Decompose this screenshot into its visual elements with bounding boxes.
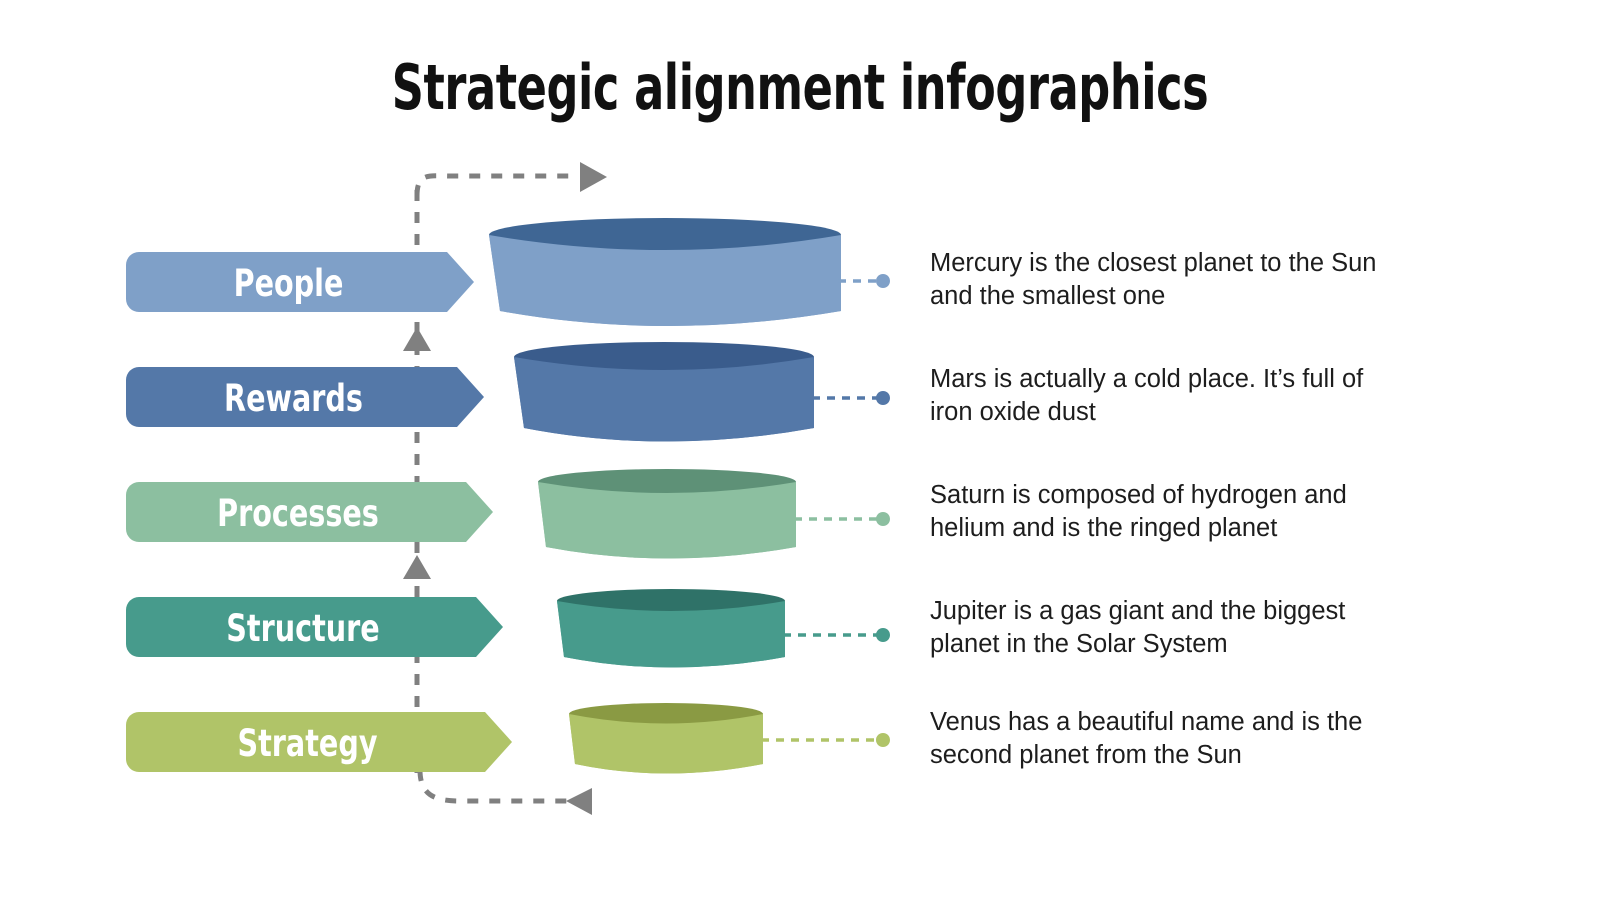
funnel-slice-strategy-top [569,703,763,725]
funnel-slice-structure[interactable] [557,589,785,668]
connector-dot-people [876,274,890,288]
spine-up-arrow-icon-2 [403,555,431,579]
chevron-bar-rewards[interactable] [126,367,484,427]
funnel-slice-people-body-front [489,235,841,326]
chevron-bar-processes[interactable] [126,482,493,542]
funnel-slice-people[interactable] [489,218,841,326]
description-structure: Jupiter is a gas giant and the biggest p… [930,597,1346,658]
funnel-slice-strategy-body-front [569,714,763,774]
chevron-bar-people[interactable] [126,252,474,312]
bar-label-processes: Processes [217,492,379,535]
spine-up-arrow-icon-1 [403,327,431,351]
funnel-slice-processes[interactable] [538,469,796,559]
bar-label-structure: Structure [226,607,380,650]
funnel-slice-processes-top [538,469,796,495]
connector-dot-processes [876,512,890,526]
feedback-loop-bottom-path [417,769,572,804]
feedback-loop-top-path [414,173,578,197]
funnel-slice-strategy[interactable] [569,703,763,774]
connectors-group [761,274,890,747]
funnel-slice-rewards[interactable] [514,342,814,442]
description-rewards: Mars is actually a cold place. It’s full… [930,365,1364,426]
connector-dot-structure [876,628,890,642]
description-processes: Saturn is composed of hydrogen and heliu… [930,481,1347,542]
bar-label-strategy: Strategy [237,722,378,765]
description-strategy: Venus has a beautiful name and is the se… [930,708,1363,769]
bar-label-people: People [233,262,344,305]
page-title: Strategic alignment infographics [391,51,1209,124]
funnel-slice-structure-body-front [557,601,785,668]
funnel-slice-structure-top [557,589,785,613]
feedback-loop-top-arrow-icon [580,162,607,192]
funnel-slice-rewards-body-front [514,357,814,442]
description-people: Mercury is the closest planet to the Sun… [930,249,1377,310]
chevron-bar-structure[interactable] [126,597,503,657]
bar-label-rewards: Rewards [224,377,363,420]
connector-dot-rewards [876,391,890,405]
chevron-bars-group [126,252,512,772]
feedback-loop-bottom-arrow-icon [566,788,592,815]
connector-dot-strategy [876,733,890,747]
funnel-slice-people-top [489,218,841,252]
funnel-slice-processes-body-front [538,482,796,559]
funnel-slice-rewards-top [514,342,814,372]
chevron-bar-strategy[interactable] [126,712,512,772]
